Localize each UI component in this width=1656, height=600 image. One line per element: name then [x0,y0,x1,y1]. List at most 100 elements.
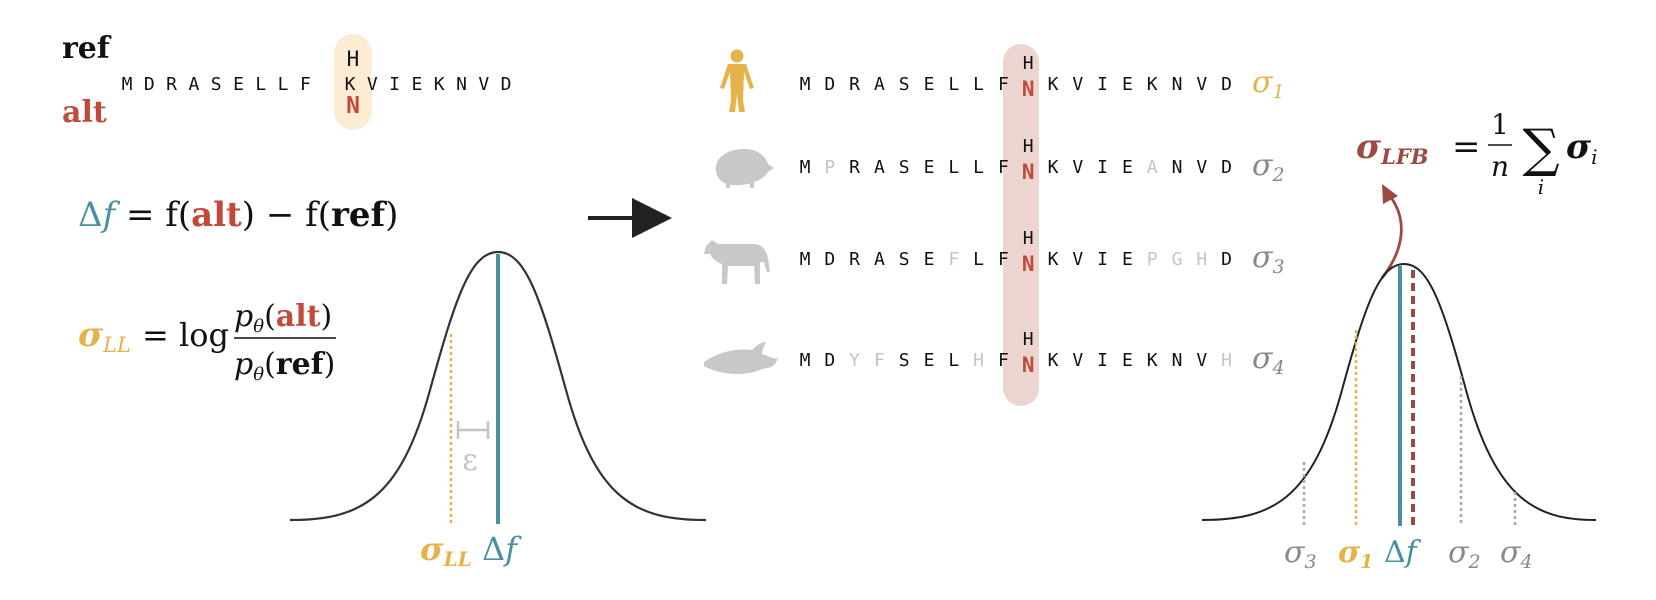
residue: P [1147,249,1158,270]
right-axis-label: σ1 [1338,535,1373,573]
lfb-curved-arrow [1380,195,1403,279]
sigma-ll-formula: σLL = log pθ(alt) pθ(ref) [78,299,336,385]
residue: E [1122,350,1133,371]
residue: D [144,74,155,95]
residue: D [824,350,835,371]
lfb-sigma-symbol: σ [1356,127,1382,167]
residue: L [948,157,959,178]
sigma-ll-symbol: σ [78,315,104,355]
residue: N [1172,74,1183,95]
lfb-subscript: LFB [1380,144,1428,169]
residue: R [849,157,860,178]
svg-text:σLL: σLL [78,315,131,357]
fraction-numerator: pθ(alt) [234,299,332,337]
residue: S [899,157,910,178]
left-ref-residue: H [347,47,360,71]
residue: L [278,74,289,95]
residue: E [1122,249,1133,270]
residue: D [824,249,835,270]
residue: R [849,249,860,270]
residue: K [1147,74,1158,95]
delta-f-formula: Δf = f(alt) − f(ref) [78,195,398,235]
species-alt-residue: N [1022,252,1035,276]
residue: V [367,74,378,95]
epsilon-bracket [456,421,490,439]
lfb-sum-index: i [1538,175,1544,199]
delta-formula-part: ) [385,195,398,235]
residue: A [188,74,199,95]
residue: F [998,350,1009,371]
residue: P [824,157,835,178]
residue: M [800,249,811,270]
residue: V [1196,157,1207,178]
residue: F [300,74,311,95]
residue: E [924,350,935,371]
residue: E [924,157,935,178]
residue: L [255,74,266,95]
residue: R [849,74,860,95]
residue: G [1172,249,1183,270]
residue: N [1172,350,1183,371]
species-alt-residue: N [1022,353,1035,377]
lfb-sum-symbol: ∑ [1522,119,1559,179]
residue: M [800,157,811,178]
residue: K [1048,157,1059,178]
left-alt-residue: N [346,93,360,119]
residue: E [924,249,935,270]
fraction-denominator: pθ(ref) [234,347,335,385]
residue: S [211,74,222,95]
species-sigma-label: σ1 [1252,65,1285,103]
species-ref-residue: H [1023,136,1034,157]
lfb-term-subscript: i [1591,145,1597,169]
hedgehog-icon [715,148,774,188]
residue: I [1097,157,1108,178]
residue: V [478,74,489,95]
residue: H [1196,249,1207,270]
residue: E [924,74,935,95]
left-axis-sigma-ll: σLL [420,530,472,571]
lfb-arrowhead [1382,184,1398,204]
residue: L [948,350,959,371]
residue: I [1097,74,1108,95]
residue: H [1221,350,1232,371]
residue: V [1072,74,1083,95]
residue: S [899,249,910,270]
delta-formula-part: = f( [115,195,191,235]
residue: A [874,157,885,178]
residue: A [874,74,885,95]
right-axis-label: Δf [1384,535,1422,570]
residue: D [501,74,512,95]
residue: D [1221,249,1232,270]
residue: V [1072,350,1083,371]
mutation-highlight-left [334,34,372,130]
lfb-denominator: n [1491,150,1509,183]
epsilon-label: ε [462,443,478,478]
species-ref-residue: H [1023,329,1034,350]
species-sigma-label: σ3 [1252,240,1285,278]
residue: F [998,74,1009,95]
residue: N [456,74,467,95]
residue: F [874,350,885,371]
residue: E [1122,74,1133,95]
species-alt-residue: N [1022,160,1035,184]
lfb-formula: σLFB = 1 n ∑ i σi [1356,108,1597,199]
species-sigma-label: σ4 [1252,341,1285,379]
residue: D [824,74,835,95]
lfb-term-sigma: σ [1566,127,1592,167]
species-ref-residue: H [1023,228,1034,249]
residue: F [998,157,1009,178]
residue: I [1097,249,1108,270]
mutation-highlight-right [1003,44,1039,406]
species-ref-residue: H [1023,53,1034,74]
residue: V [1196,74,1207,95]
residue: K [1048,249,1059,270]
residue: R [166,74,177,95]
left-axis-delta-f: Δf [482,530,522,568]
left-bell-curve [289,250,707,522]
log-text: = log [142,316,229,354]
residue: L [948,74,959,95]
